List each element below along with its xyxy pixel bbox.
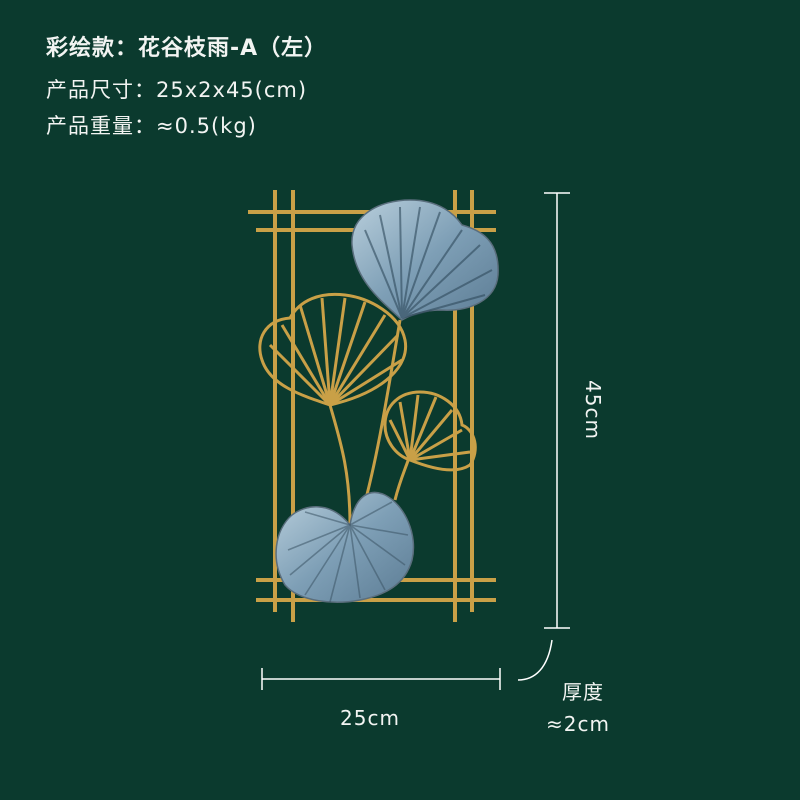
- product-size-text: 产品尺寸：25x2x45(cm): [46, 78, 308, 102]
- thickness-callout-curve: [517, 639, 553, 681]
- thickness-title: 厚度: [562, 680, 604, 704]
- height-dimension-line: [544, 192, 570, 629]
- thickness-value: ≈2cm: [546, 712, 610, 736]
- top-blue-ginkgo-leaf: [351, 199, 499, 321]
- width-label: 25cm: [340, 706, 400, 730]
- large-gold-outline-leaf: [258, 292, 408, 407]
- bottom-blue-ginkgo-leaf: [275, 491, 415, 603]
- height-label: 45cm: [581, 380, 605, 440]
- small-gold-outline-leaf: [383, 390, 477, 472]
- product-style-title: 彩绘款：花谷枝雨-A（左）: [46, 36, 328, 61]
- width-dimension-line: [261, 668, 501, 690]
- product-weight-text: 产品重量：≈0.5(kg): [46, 114, 257, 138]
